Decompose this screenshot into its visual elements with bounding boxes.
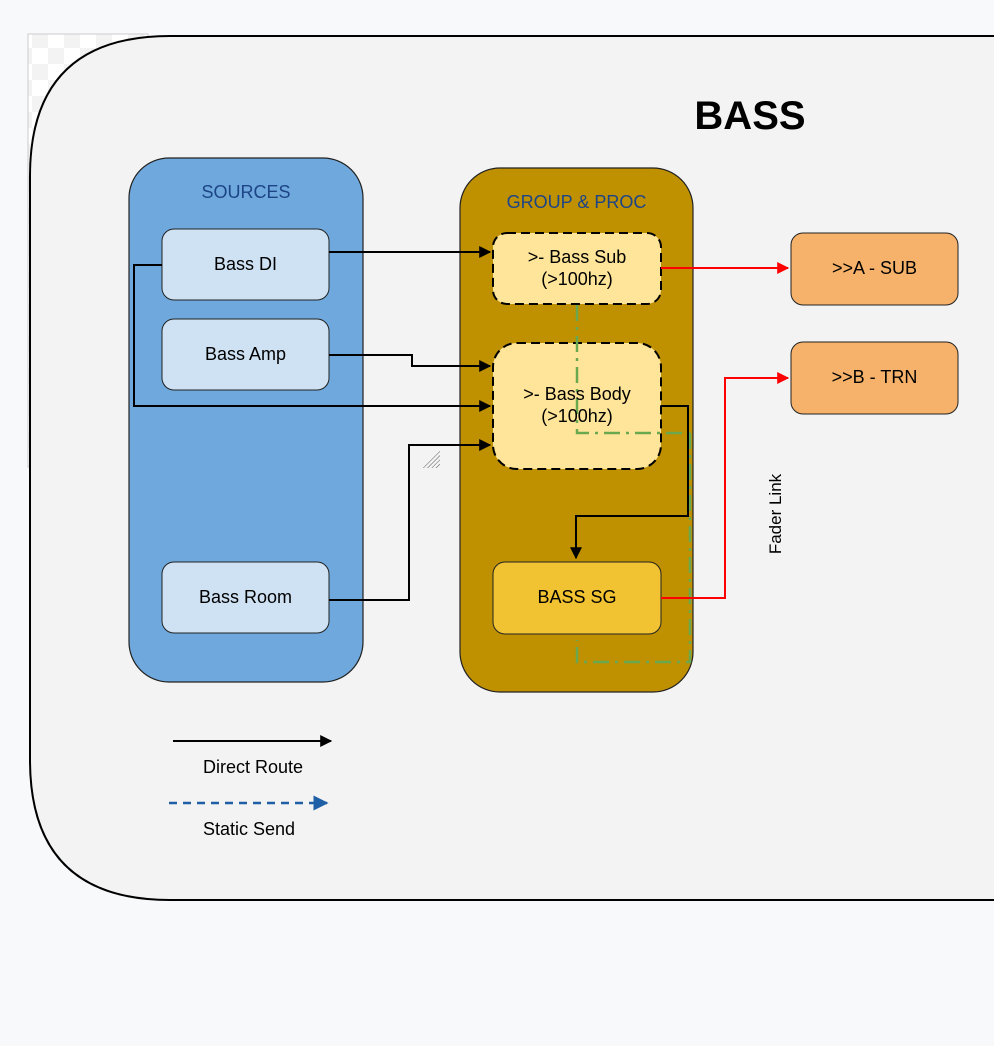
node-bass-sg[interactable] [492, 561, 662, 635]
conn-bassamp-bassbody [329, 354, 492, 372]
conn-basssg-outb [661, 372, 790, 599]
node-bass-di[interactable] [161, 228, 330, 301]
fader-link-path [575, 305, 692, 664]
node-bass-amp[interactable] [161, 318, 330, 391]
conn-bassdi-bassbody [133, 264, 492, 412]
conn-bassroom-bassbody [329, 439, 492, 601]
node-out-a-sub[interactable] [790, 232, 959, 306]
node-out-b-trn[interactable] [790, 341, 959, 415]
conn-bassbody-basssg [570, 405, 689, 560]
node-bass-room[interactable] [161, 561, 330, 634]
node-bass-sub[interactable] [492, 232, 662, 305]
